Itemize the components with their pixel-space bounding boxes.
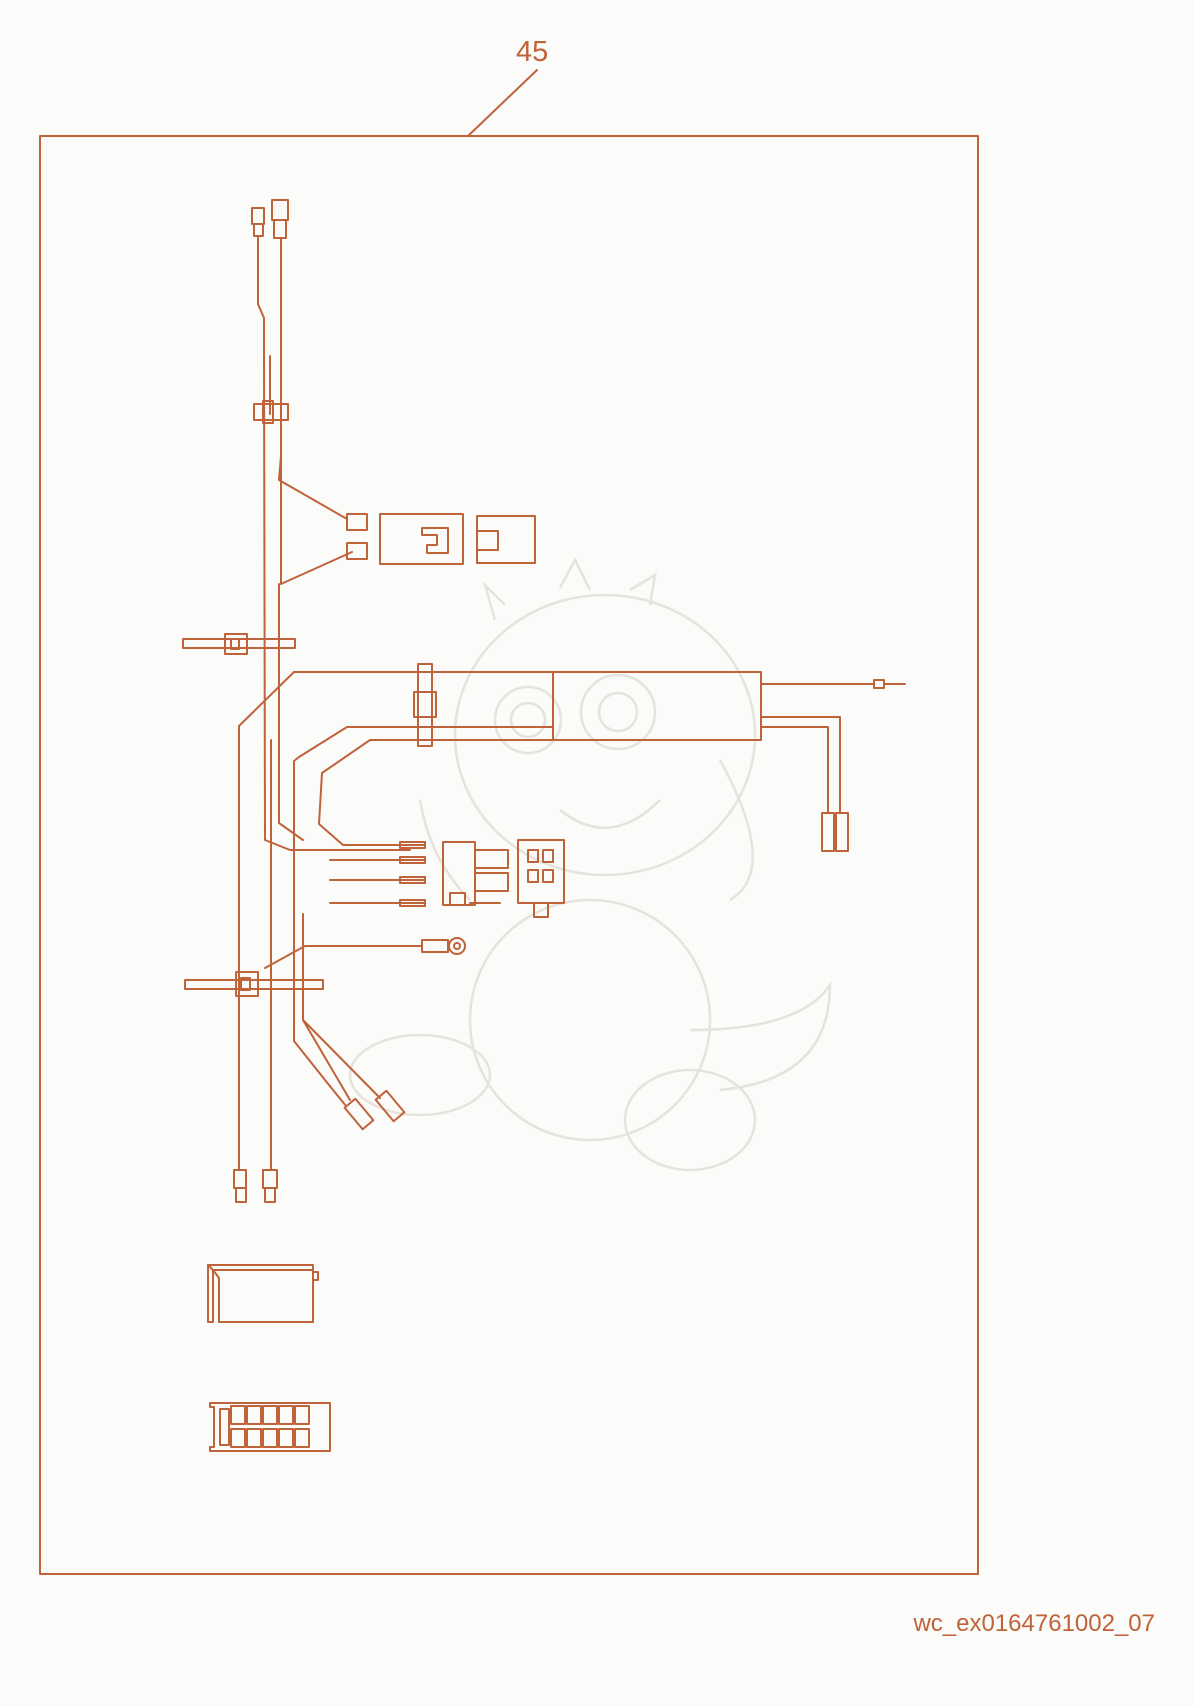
dragon-watermark <box>348 557 832 1172</box>
strap-clip-lower <box>184 971 324 997</box>
top-connector-pair <box>251 199 289 239</box>
strap-clip-middle <box>182 633 296 655</box>
callout-label: 45 <box>516 36 549 68</box>
loose-pin-block <box>209 1402 331 1452</box>
angled-terminal-pair <box>293 913 406 1131</box>
bottom-connector-pair <box>233 1169 278 1203</box>
control-module <box>552 671 906 852</box>
drawing-frame <box>39 135 979 1575</box>
loose-connector-housing <box>207 1264 319 1323</box>
drawing-id-label: wc_ex0164761002_07 <box>913 1610 1155 1637</box>
multi-pin-connector <box>329 839 565 918</box>
fuse-holder-assembly <box>346 513 536 565</box>
harness-trunk <box>257 235 411 851</box>
module-branch-wires <box>238 671 554 1171</box>
module-wire-clip <box>413 663 437 747</box>
callout-leader <box>467 69 538 137</box>
ring-terminal <box>264 937 466 969</box>
upper-clip <box>253 400 289 424</box>
